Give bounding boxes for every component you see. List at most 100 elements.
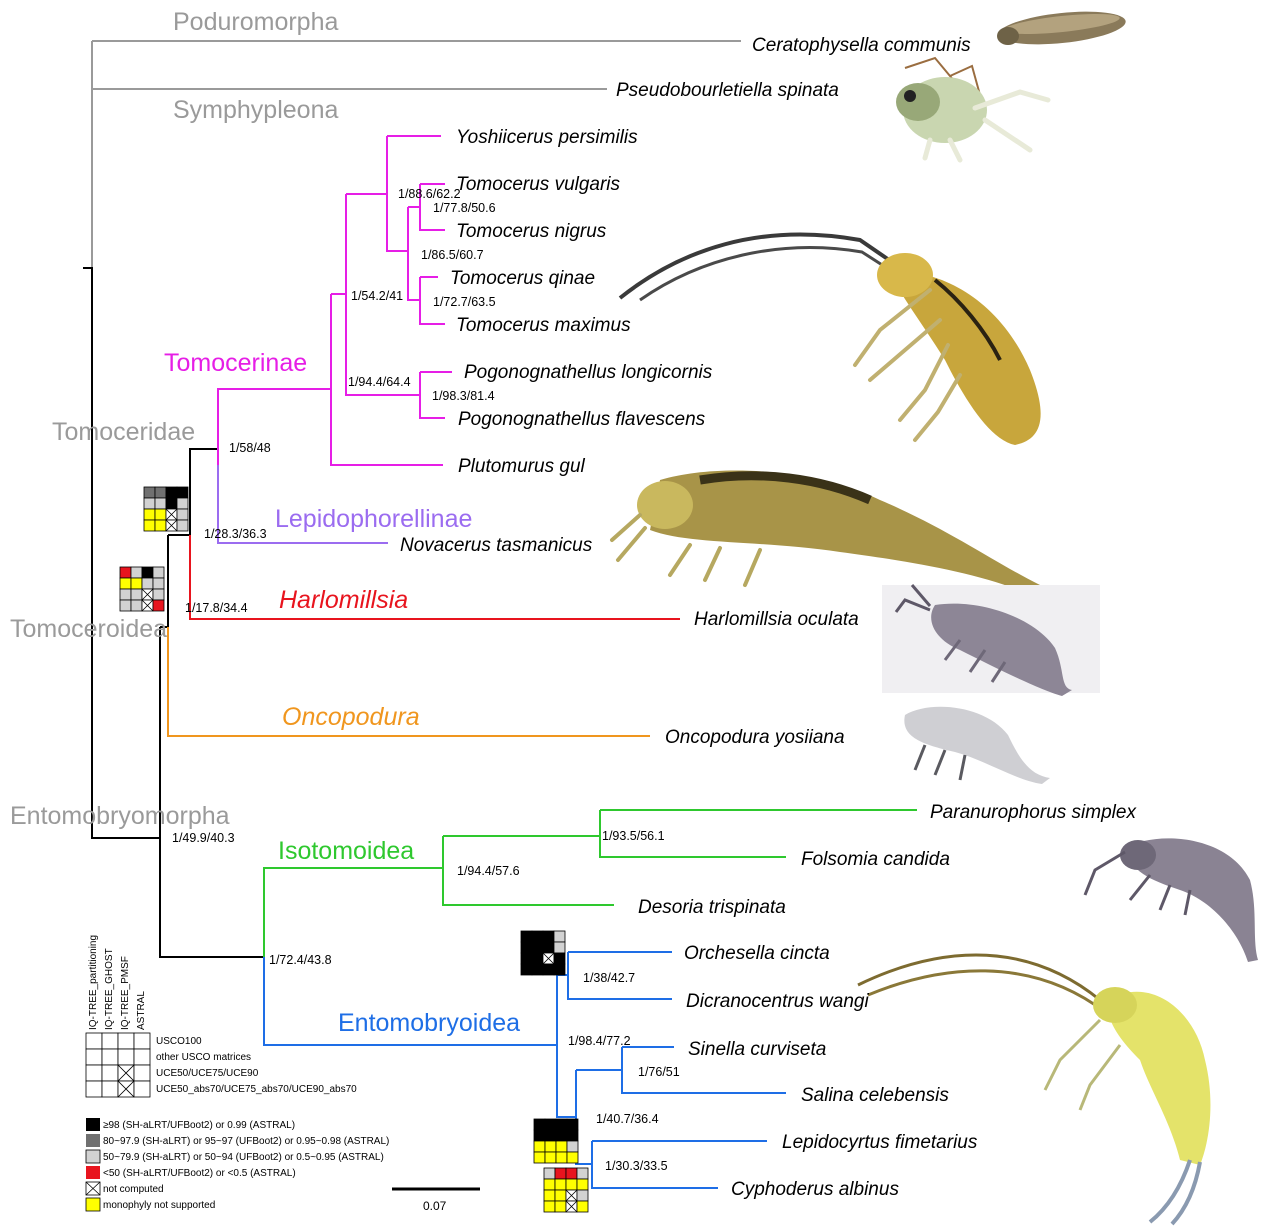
- clade-label-entomobryoidea: Entomobryoidea: [338, 1009, 520, 1037]
- support-cell: [577, 1168, 588, 1179]
- taxon-label: Plutomurus gul: [458, 456, 586, 477]
- support-cell: [120, 600, 131, 611]
- clade-label-entomobryomorpha: Entomobryomorpha: [10, 802, 230, 830]
- support-cell: [545, 1130, 556, 1141]
- taxon-label: Tomocerus nigrus: [456, 221, 607, 242]
- support-value: 1/28.3/36.3: [204, 527, 267, 541]
- taxon-label: Salina celebensis: [801, 1085, 949, 1106]
- support-cell: [86, 1065, 102, 1081]
- support-value: 1/76/51: [638, 1065, 680, 1079]
- novacerus-photo: [612, 470, 1040, 595]
- legend-key-label: ≥98 (SH-aLRT/UFBoot2) or 0.99 (ASTRAL): [103, 1120, 295, 1131]
- support-cell: [155, 498, 166, 509]
- support-cell: [131, 589, 142, 600]
- taxon-label: Tomocerus qinae: [450, 268, 595, 289]
- support-cell: [177, 487, 188, 498]
- support-cell: [131, 567, 142, 578]
- support-cell: [521, 931, 532, 942]
- support-cell: [153, 600, 164, 611]
- support-value: 1/72.7/63.5: [433, 295, 496, 309]
- support-cell: [155, 520, 166, 531]
- support-cell: [534, 1152, 545, 1163]
- legend-matrix-label: UCE50_abs70/UCE75_abs70/UCE90_abs70: [156, 1084, 357, 1095]
- support-cell: [534, 1119, 545, 1130]
- support-cell: [543, 942, 554, 953]
- taxon-label: Sinella curviseta: [688, 1039, 826, 1060]
- support-cell: [134, 1065, 150, 1081]
- support-cell: [134, 1081, 150, 1097]
- support-grid-entomobryidae: [534, 1119, 578, 1163]
- support-cell: [153, 589, 164, 600]
- taxon-label: Novacerus tasmanicus: [400, 535, 593, 556]
- support-value: 1/49.9/40.3: [172, 831, 235, 845]
- support-cell: [177, 509, 188, 520]
- support-cell: [554, 942, 565, 953]
- clade-label-tomoceridae: Tomoceridae: [52, 418, 195, 446]
- support-cell: [532, 964, 543, 975]
- legend-key-label: <50 (SH-aLRT/UFBoot2) or <0.5 (ASTRAL): [103, 1168, 296, 1179]
- support-cell: [567, 1141, 578, 1152]
- support-cell: [118, 1033, 134, 1049]
- support-cell: [521, 953, 532, 964]
- support-cell: [102, 1033, 118, 1049]
- taxon-label: Paranurophorus simplex: [930, 802, 1137, 823]
- clade-label-oncopodura: Oncopodura: [282, 703, 420, 731]
- taxon-label: Tomocerus maximus: [456, 315, 631, 336]
- support-cell: [144, 487, 155, 498]
- support-cell: [177, 520, 188, 531]
- support-cell: [566, 1168, 577, 1179]
- support-cell: [142, 567, 153, 578]
- support-grid-orchesellidae: [521, 931, 565, 975]
- clade-label-poduromorpha: Poduromorpha: [173, 8, 338, 36]
- support-value: 1/86.5/60.7: [421, 248, 484, 262]
- taxon-label: Oncopodura yosiiana: [665, 727, 845, 748]
- legend-swatch-dark: [86, 1134, 100, 1147]
- support-cell: [567, 1119, 578, 1130]
- legend-method-label: IQ-TREE_partitioning: [88, 935, 99, 1030]
- taxon-label: Tomocerus vulgaris: [456, 174, 621, 195]
- support-cell: [544, 1168, 555, 1179]
- support-cell: [102, 1049, 118, 1065]
- support-cell: [142, 578, 153, 589]
- support-cell: [144, 509, 155, 520]
- support-cell: [86, 1049, 102, 1065]
- support-cell: [555, 1168, 566, 1179]
- support-value: 1/30.3/33.5: [605, 1159, 668, 1173]
- taxon-label: Pseudobourletiella spinata: [616, 80, 839, 101]
- support-cell: [134, 1049, 150, 1065]
- support-value: 1/98.4/77.2: [568, 1034, 631, 1048]
- support-cell: [545, 1141, 556, 1152]
- legend: IQ-TREE_partitioning IQ-TREE_GHOST IQ-TR…: [86, 935, 389, 1211]
- support-cell: [534, 1130, 545, 1141]
- support-cell: [532, 931, 543, 942]
- oncopodura-photo: [904, 707, 1050, 784]
- support-cell: [521, 942, 532, 953]
- legend-grid-cells: [86, 1033, 150, 1097]
- support-cell: [556, 1119, 567, 1130]
- ceratophysella-photo: [997, 6, 1127, 49]
- support-value: 1/40.7/36.4: [596, 1112, 659, 1126]
- support-value: 1/58/48: [229, 441, 271, 455]
- support-cell: [543, 964, 554, 975]
- clade-label-lepidophorellinae: Lepidophorellinae: [275, 505, 472, 533]
- support-cell: [521, 964, 532, 975]
- support-cell: [545, 1119, 556, 1130]
- support-cell: [566, 1179, 577, 1190]
- support-grid-tomoceroidea: [120, 567, 164, 611]
- branch-backbone: [160, 627, 264, 957]
- legend-swatch-not-computed: [86, 1182, 100, 1195]
- support-cell: [544, 1190, 555, 1201]
- support-cell: [166, 498, 177, 509]
- taxon-label: Pogonognathellus longicornis: [464, 362, 713, 383]
- legend-swatch-light: [86, 1150, 100, 1163]
- taxon-label: Dicranocentrus wangi: [686, 991, 869, 1012]
- support-cell: [86, 1033, 102, 1049]
- branch-backbone: [83, 268, 160, 838]
- clade-label-isotomoidea: Isotomoidea: [278, 837, 414, 865]
- support-cell: [532, 953, 543, 964]
- support-cell: [543, 931, 554, 942]
- scale-bar-label: 0.07: [423, 1199, 447, 1213]
- legend-swatch-black: [86, 1118, 100, 1131]
- support-value: 1/94.4/57.6: [457, 864, 520, 878]
- legend-key-label: 80~97.9 (SH-aLRT) or 95~97 (UFBoot2) or …: [103, 1136, 389, 1147]
